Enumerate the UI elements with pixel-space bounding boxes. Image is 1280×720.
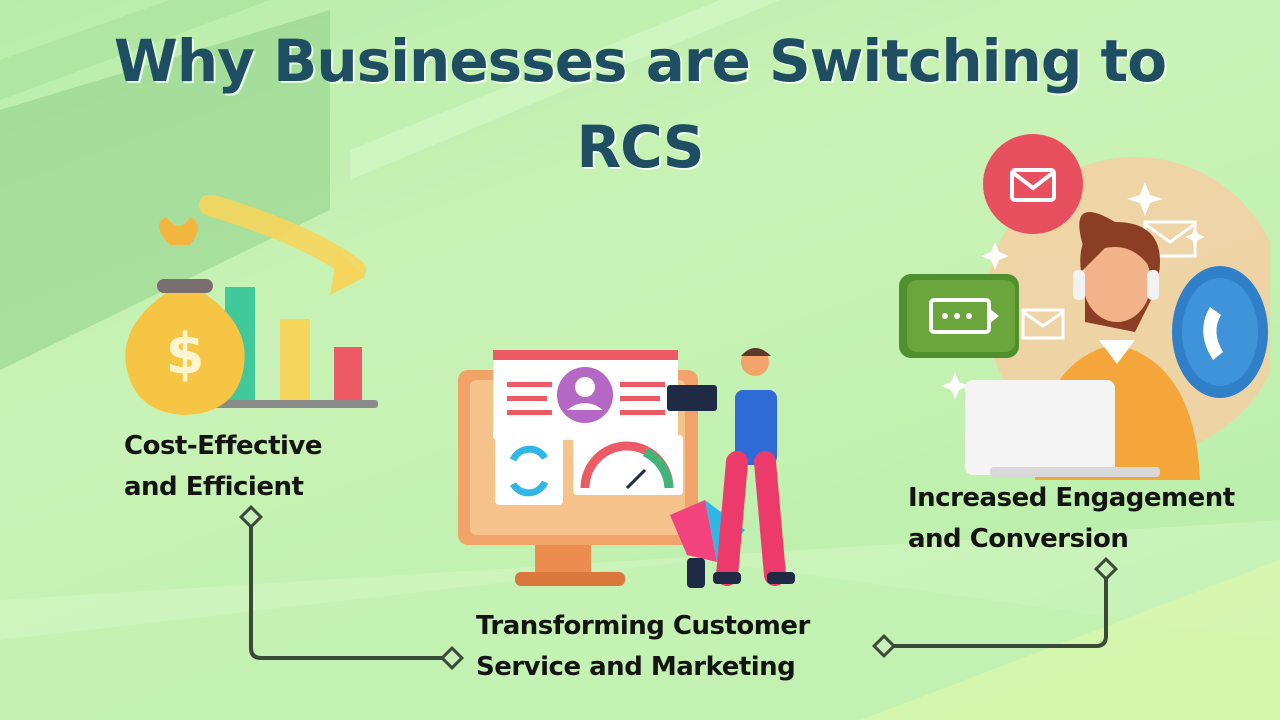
money-bag-chart-icon: $ bbox=[125, 195, 378, 415]
monitor-megaphone-icon bbox=[458, 348, 795, 588]
page-title: Why Businesses are Switching to RCS bbox=[113, 27, 1167, 181]
svg-text:$: $ bbox=[166, 322, 205, 387]
transforming-service-label: Transforming Customer Service and Market… bbox=[476, 611, 810, 682]
support-agent-icon bbox=[899, 134, 1270, 480]
cost-effective-label: Cost-Effective and Efficient bbox=[124, 431, 323, 502]
engagement-conversion-label: Increased Engagement and Conversion bbox=[908, 483, 1235, 554]
